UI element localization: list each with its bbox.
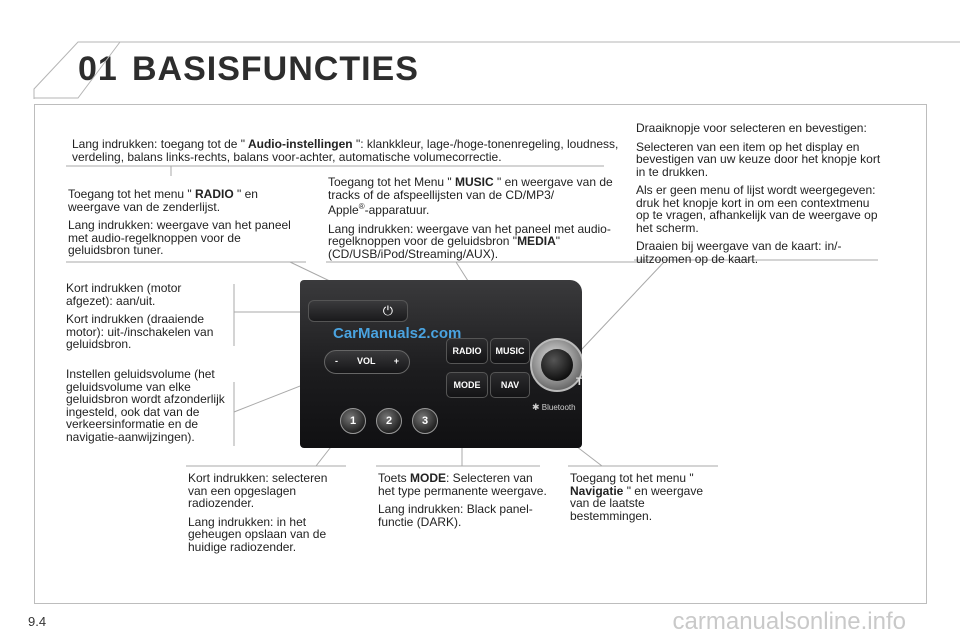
music-button[interactable]: MUSIC xyxy=(490,338,530,364)
preset-3-button[interactable]: 3 xyxy=(412,408,438,434)
chapter-number: 01 xyxy=(78,50,118,88)
music-menu-annotation: Toegang tot het Menu " MUSIC " en weerga… xyxy=(328,175,613,261)
radio-menu-annotation: Toegang tot het menu " RADIO " en weerga… xyxy=(68,187,291,257)
power-annotation: Kort indrukken (motor afgezet): aan/uit.… xyxy=(66,281,214,351)
volume-annotation: Instellen geluidsvolume (het geluidsvolu… xyxy=(66,367,225,444)
preset-1-button[interactable]: 1 xyxy=(340,408,366,434)
bluetooth-label: ✱ Bluetooth xyxy=(532,402,576,412)
volume-rocker[interactable]: - VOL + xyxy=(324,350,410,374)
partial-key-label: T xyxy=(576,376,582,388)
mode-button[interactable]: MODE xyxy=(446,372,488,398)
watermark: carmanualsonline.info xyxy=(672,608,906,635)
bluetooth-icon: ✱ xyxy=(532,402,540,412)
page-title: BASISFUNCTIES xyxy=(132,50,419,88)
content-frame xyxy=(34,104,927,604)
preset-2-button[interactable]: 2 xyxy=(376,408,402,434)
presets-annotation: Kort indrukken: selecteren van een opges… xyxy=(188,471,328,554)
power-icon: ⏻ xyxy=(382,303,393,318)
volume-plus-icon: + xyxy=(393,356,399,366)
nav-button[interactable]: NAV xyxy=(490,372,530,398)
rotary-knob[interactable] xyxy=(530,338,582,392)
page-number: 9.4 xyxy=(28,614,47,629)
radio-button[interactable]: RADIO xyxy=(446,338,488,364)
power-button[interactable]: ⏻ xyxy=(308,300,408,322)
nav-annotation: Toegang tot het menu " Navigatie " en we… xyxy=(570,471,703,523)
knob-annotation: Draaiknopje voor selecteren en bevestige… xyxy=(636,121,881,266)
mode-annotation: Toets MODE: Selecteren van het type perm… xyxy=(378,471,547,529)
carmanuals-logo: CarManuals2.com xyxy=(333,325,462,342)
volume-label: VOL xyxy=(357,356,376,366)
audio-settings-annotation: Lang indrukken: toegang tot de " Audio-i… xyxy=(72,137,619,164)
radio-device-panel: ⏻ CarManuals2.com - VOL + RADIO MUSIC MO… xyxy=(300,280,582,448)
volume-minus-icon: - xyxy=(335,356,338,366)
